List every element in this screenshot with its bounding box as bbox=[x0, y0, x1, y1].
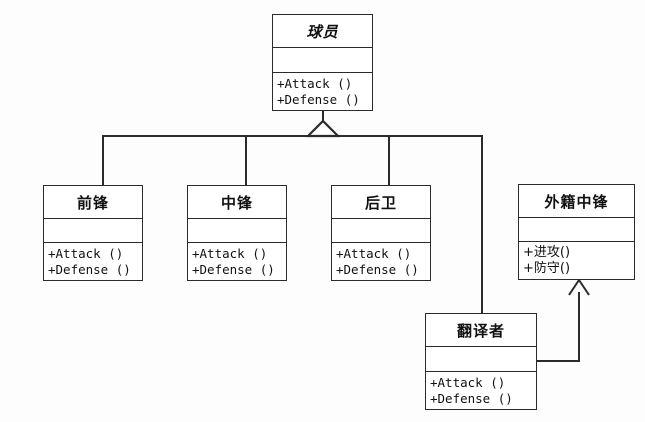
generalization-drop-center bbox=[245, 135, 247, 185]
class-attributes-forward bbox=[44, 219, 142, 243]
operation-item: +Defense () bbox=[430, 391, 513, 406]
class-box-player[interactable]: 球员 +Attack () +Defense () bbox=[272, 14, 373, 111]
class-name-translator: 翻译者 bbox=[426, 314, 536, 348]
class-box-center[interactable]: 中锋 +Attack () +Defense () bbox=[187, 185, 287, 281]
class-operations-forward: +Attack () +Defense () bbox=[44, 243, 142, 280]
generalization-drop-translator bbox=[481, 135, 483, 313]
class-attributes-center bbox=[188, 219, 286, 243]
class-attributes-player bbox=[273, 48, 372, 73]
association-line-horizontal bbox=[537, 360, 580, 362]
generalization-stem bbox=[322, 110, 324, 122]
class-box-guard[interactable]: 后卫 +Attack () +Defense () bbox=[331, 185, 431, 281]
operation-item: +Attack () bbox=[277, 76, 353, 91]
generalization-drop-forward bbox=[102, 135, 104, 185]
class-name-foreign-center: 外籍中锋 bbox=[519, 185, 634, 218]
class-box-translator[interactable]: 翻译者 +Attack () +Defense () bbox=[425, 313, 537, 410]
class-operations-center: +Attack () +Defense () bbox=[188, 243, 286, 280]
operation-item: +Attack () bbox=[336, 246, 412, 261]
association-arrowhead-icon bbox=[568, 278, 590, 296]
operation-item: +Defense () bbox=[48, 262, 131, 277]
class-operations-player: +Attack () +Defense () bbox=[273, 73, 372, 110]
operation-item: +Defense () bbox=[336, 262, 419, 277]
operation-item: +防守() bbox=[523, 261, 571, 276]
operation-item: +Attack () bbox=[430, 375, 506, 390]
class-operations-guard: +Attack () +Defense () bbox=[332, 243, 430, 280]
class-name-forward: 前锋 bbox=[44, 186, 142, 219]
class-name-guard: 后卫 bbox=[332, 186, 430, 219]
operation-item: +Defense () bbox=[192, 262, 275, 277]
class-box-forward[interactable]: 前锋 +Attack () +Defense () bbox=[43, 185, 143, 281]
class-attributes-guard bbox=[332, 219, 430, 243]
class-name-player: 球员 bbox=[273, 15, 372, 49]
operation-item: +Attack () bbox=[48, 246, 124, 261]
class-name-center: 中锋 bbox=[188, 186, 286, 219]
class-operations-translator: +Attack () +Defense () bbox=[426, 372, 536, 409]
generalization-bus-line bbox=[102, 135, 483, 137]
operation-item: +进攻() bbox=[523, 245, 571, 260]
operation-item: +Attack () bbox=[192, 246, 268, 261]
class-box-foreign-center[interactable]: 外籍中锋 +进攻() +防守() bbox=[518, 184, 635, 280]
class-operations-foreign-center: +进攻() +防守() bbox=[519, 242, 634, 279]
class-attributes-foreign-center bbox=[519, 218, 634, 242]
class-attributes-translator bbox=[426, 347, 536, 372]
generalization-drop-guard bbox=[388, 135, 390, 185]
generalization-triangle-icon bbox=[306, 120, 340, 138]
operation-item: +Defense () bbox=[277, 92, 360, 107]
association-line-vertical bbox=[578, 292, 580, 361]
